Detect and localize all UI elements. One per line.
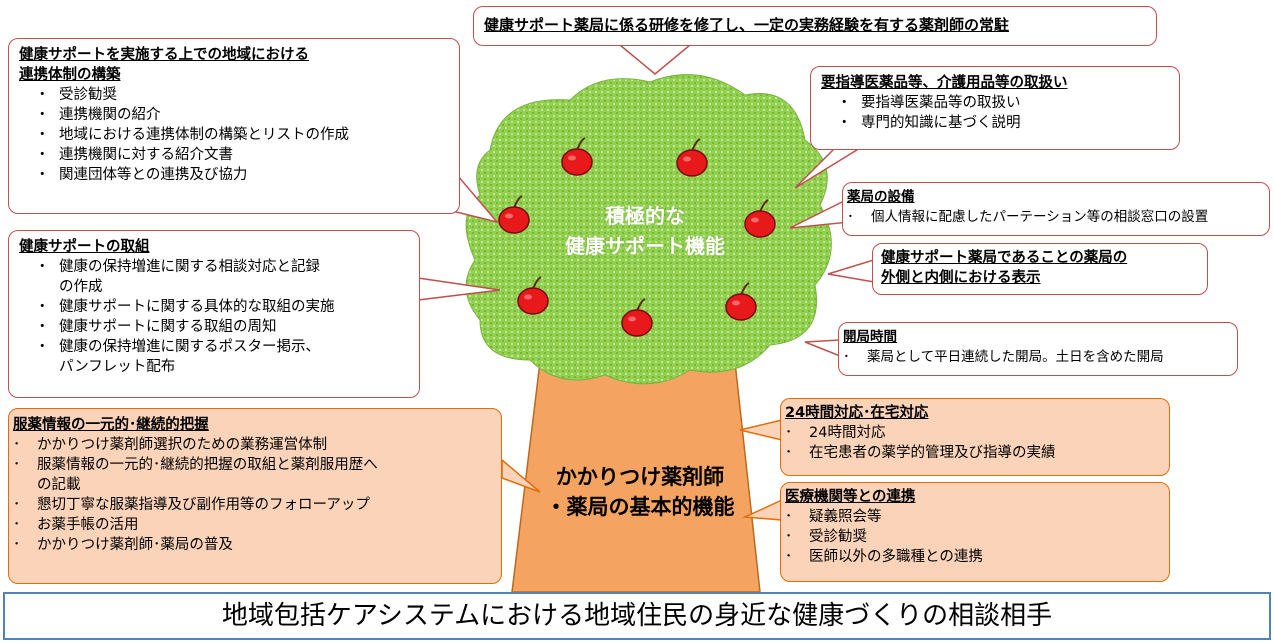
list-item: 24時間対応 (769, 423, 1165, 443)
opening-hours-title: 開局時間 (843, 329, 897, 345)
list-item: 医師以外の多職種との連携 (769, 547, 1165, 567)
list-item: 要指導医薬品等の取扱い (821, 93, 1169, 113)
list-item: 懇切丁寧な服薬指導及び副作用等のフォローアップ (0, 495, 497, 515)
bottom-banner-text: 地域包括ケアシステムにおける地域住民の身近な健康づくりの相談相手 (221, 601, 1053, 631)
list-item: お薬手帳の活用 (0, 515, 497, 535)
apples (498, 137, 776, 337)
trunk-label: かかりつけ薬剤師 ・薬局の基本的機能 (520, 462, 760, 522)
list-item: 健康サポートに関する取組の周知 (19, 317, 409, 337)
apple-icon (744, 199, 776, 238)
facilities-callout: 薬局の設備 個人情報に配慮したパーテーション等の相談窓口の設置 (842, 182, 1270, 236)
health-support-efforts-callout: 健康サポートの取組 健康の保持増進に関する相談対応と記録 の作成 健康サポートに… (8, 230, 420, 398)
list-item: 薬局として平日連続した開局。土日を含めた開局 (827, 347, 1233, 367)
regional-cooperation-callout: 健康サポートを実施する上での地域における 連携体制の構築 受診勧奨 連携機関の紹… (8, 38, 460, 214)
facilities-title: 薬局の設備 (847, 189, 915, 205)
trunk-label-line-1: かかりつけ薬剤師 (555, 465, 725, 489)
signage-title-2: 外側と内側における表示 (881, 270, 1041, 286)
list-item: 服薬情報の一元的･継続的把握の取組と薬剤服用歴へ の記載 (0, 455, 497, 495)
list-item: 連携機関の紹介 (19, 105, 449, 125)
medicine-handling-title: 要指導医薬品等、介護用品等の取扱い (821, 75, 1068, 91)
list-item: 個人情報に配慮したパーテーション等の相談窓口の設置 (831, 207, 1265, 227)
list-item: 受診勧奨 (19, 85, 449, 105)
list-item: 疑義照会等 (769, 507, 1165, 527)
crown-label: 積極的な 健康サポート機能 (520, 201, 770, 261)
medicine-handling-callout: 要指導医薬品等、介護用品等の取扱い 要指導医薬品等の取扱い 専門的知識に基づく説… (810, 66, 1180, 150)
top-banner-text: 健康サポート薬局に係る研修を修了し、一定の実務経験を有する薬剤師の常駐 (484, 16, 1010, 34)
list-item: 健康の保持増進に関する相談対応と記録 の作成 (19, 257, 409, 297)
apple-icon (621, 298, 653, 337)
medication-info-callout: 服薬情報の一元的･継続的把握 かかりつけ薬剤師選択のための業務運営体制 服薬情報… (8, 408, 502, 584)
list-item: 地域における連携体制の構築とリストの作成 (19, 125, 449, 145)
bottom-banner: 地域包括ケアシステムにおける地域住民の身近な健康づくりの相談相手 (3, 592, 1271, 640)
signage-callout: 健康サポート薬局であることの薬局の 外側と内側における表示 (872, 243, 1208, 295)
apple-icon (725, 282, 757, 321)
regional-cooperation-title-1: 健康サポートを実施する上での地域における (19, 47, 309, 63)
medical-cooperation-title: 医療機関等との連携 (785, 489, 916, 505)
top-banner: 健康サポート薬局に係る研修を修了し、一定の実務経験を有する薬剤師の常駐 (473, 6, 1157, 46)
around-the-clock-title: 24時間対応･在宅対応 (785, 405, 929, 421)
list-item: 健康の保持増進に関するポスター掲示、 パンフレット配布 (19, 337, 409, 377)
apple-icon (561, 137, 593, 176)
apple-icon (676, 138, 708, 177)
list-item: 連携機関に対する紹介文書 (19, 145, 449, 165)
list-item: 受診勧奨 (769, 527, 1165, 547)
list-item: 在宅患者の薬学的管理及び指導の実績 (769, 443, 1165, 463)
around-the-clock-callout: 24時間対応･在宅対応 24時間対応 在宅患者の薬学的管理及び指導の実績 (780, 398, 1170, 476)
crown-label-line-1: 積極的な (605, 204, 685, 228)
crown-label-line-2: 健康サポート機能 (565, 234, 725, 258)
list-item: 専門的知識に基づく説明 (821, 113, 1169, 133)
apple-icon (498, 195, 530, 234)
apple-icon (517, 276, 549, 315)
opening-hours-callout: 開局時間 薬局として平日連続した開局。土日を含めた開局 (838, 322, 1238, 376)
list-item: かかりつけ薬剤師･薬局の普及 (0, 535, 497, 555)
signage-title-1: 健康サポート薬局であることの薬局の (881, 250, 1128, 266)
list-item: 関連団体等との連携及び協力 (19, 165, 449, 185)
trunk-label-line-2: ・薬局の基本的機能 (545, 495, 735, 519)
medication-info-title: 服薬情報の一元的･継続的把握 (13, 417, 209, 433)
medical-cooperation-callout: 医療機関等との連携 疑義照会等 受診勧奨 医師以外の多職種との連携 (780, 482, 1170, 582)
list-item: かかりつけ薬剤師選択のための業務運営体制 (0, 435, 497, 455)
list-item: 健康サポートに関する具体的な取組の実施 (19, 297, 409, 317)
regional-cooperation-title-2: 連携体制の構築 (19, 67, 121, 83)
health-support-efforts-title: 健康サポートの取組 (19, 239, 150, 255)
